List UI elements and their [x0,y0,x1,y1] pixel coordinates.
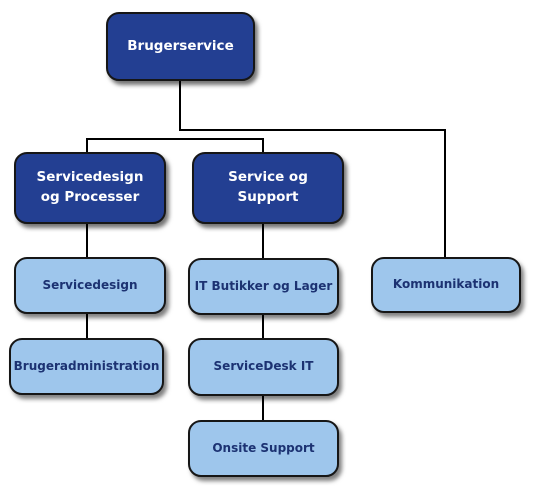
unit-box-servicedesk-it: ServiceDesk IT [188,338,339,396]
unit-label: IT Butikker og Lager [194,278,333,293]
unit-label: Brugeradministration [13,358,160,373]
connector-branch-bar [86,138,264,153]
department-label: Servicedesign og Processer [36,169,144,205]
department-box-service-og-support: Service og Support [192,152,344,224]
root-box-brugerservice: Brugerservice [106,12,255,81]
department-box-servicedesign-og-processer: Servicedesign og Processer [14,152,166,224]
department-label: Service og Support [228,169,308,205]
connector-branch-kommunikation [179,129,446,258]
unit-box-brugeradministration: Brugeradministration [9,338,164,395]
root-label: Brugerservice [127,37,234,54]
unit-label: ServiceDesk IT [213,359,314,374]
department-label: Kommunikation [392,277,500,292]
unit-box-it-butikker-og-lager: IT Butikker og Lager [188,258,339,315]
department-box-kommunikation: Kommunikation [371,257,521,313]
unit-label: Servicedesign [42,277,138,292]
unit-box-onsite-support: Onsite Support [188,420,339,477]
unit-label: Onsite Support [212,440,315,455]
unit-box-servicedesign: Servicedesign [14,257,166,314]
